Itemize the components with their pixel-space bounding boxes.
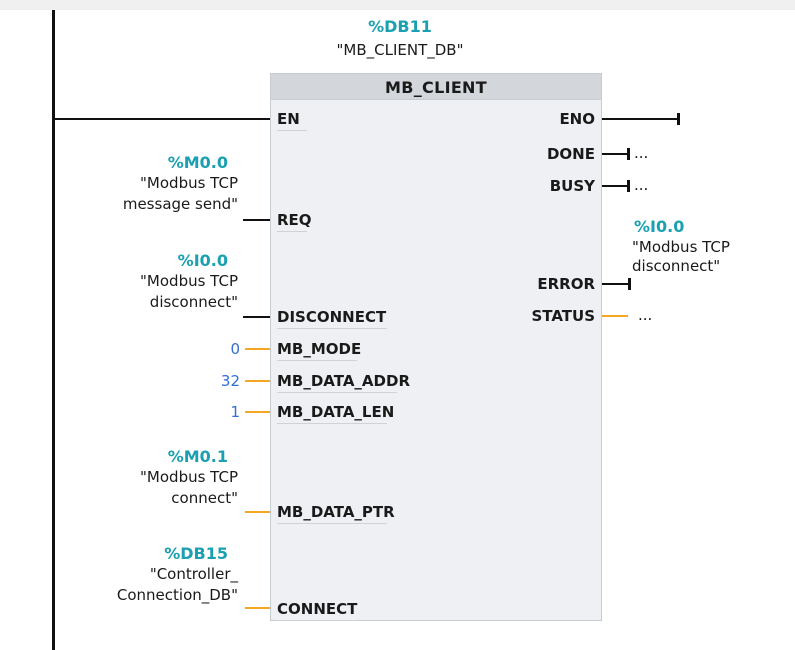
disconnect-operand[interactable]: %I0.0 "Modbus TCP disconnect" <box>60 250 238 313</box>
error-operand[interactable]: %I0.0 "Modbus TCP disconnect" <box>632 216 730 277</box>
pin-underline <box>277 328 387 329</box>
eno-wire <box>602 118 678 120</box>
mb-mode-wire <box>245 348 270 350</box>
pin-mb-data-addr[interactable]: MB_DATA_ADDR <box>277 372 410 390</box>
mb-data-len-value[interactable]: 1 <box>230 403 240 421</box>
busy-wire <box>602 185 628 187</box>
eno-wire-end <box>677 113 680 125</box>
error-operand-line1: "Modbus TCP <box>632 238 730 256</box>
en-wire <box>55 118 270 120</box>
pin-req[interactable]: REQ <box>277 211 312 229</box>
pin-mb-mode[interactable]: MB_MODE <box>277 340 362 358</box>
busy-wire-end <box>627 180 630 192</box>
function-block-body[interactable] <box>270 73 602 621</box>
pin-error[interactable]: ERROR <box>537 275 595 293</box>
pin-mb-data-len[interactable]: MB_DATA_LEN <box>277 403 395 421</box>
disconnect-operand-address: %I0.0 <box>177 251 228 270</box>
done-wire-end <box>627 148 630 160</box>
mb-data-ptr-wire <box>245 511 270 513</box>
pin-underline <box>277 360 357 361</box>
mb-data-len-wire <box>245 411 270 413</box>
pin-status[interactable]: STATUS <box>531 307 595 325</box>
instance-db-name[interactable]: "MB_CLIENT_DB" <box>336 41 464 59</box>
req-operand-line2: message send" <box>122 195 238 213</box>
pin-underline <box>277 423 387 424</box>
editor-top-strip <box>0 0 795 10</box>
error-operand-line2: disconnect" <box>632 257 721 275</box>
req-operand[interactable]: %M0.0 "Modbus TCP message send" <box>60 152 238 215</box>
mb-data-ptr-operand-line2: connect" <box>171 489 238 507</box>
done-wire <box>602 153 628 155</box>
pin-underline <box>277 620 357 621</box>
busy-placeholder[interactable]: ... <box>634 176 649 194</box>
pin-done[interactable]: DONE <box>546 145 595 163</box>
mb-data-addr-value[interactable]: 32 <box>220 372 240 390</box>
error-operand-address: %I0.0 <box>634 217 685 236</box>
function-block-title[interactable]: MB_CLIENT <box>270 73 602 100</box>
req-operand-line1: "Modbus TCP <box>140 174 238 192</box>
mb-data-ptr-operand-address: %M0.1 <box>167 447 228 466</box>
pin-en[interactable]: EN <box>277 110 300 128</box>
pin-disconnect[interactable]: DISCONNECT <box>277 308 387 326</box>
disconnect-operand-line2: disconnect" <box>149 293 238 311</box>
pin-eno[interactable]: ENO <box>559 110 595 128</box>
mb-data-addr-wire <box>245 380 270 382</box>
mb-mode-value[interactable]: 0 <box>230 340 240 358</box>
disconnect-wire <box>243 316 270 318</box>
pin-underline <box>277 523 387 524</box>
power-rail <box>52 10 55 650</box>
mb-data-ptr-operand[interactable]: %M0.1 "Modbus TCP connect" <box>60 446 238 509</box>
connect-operand-address: %DB15 <box>164 544 228 563</box>
pin-underline <box>277 231 307 232</box>
done-placeholder[interactable]: ... <box>634 144 649 162</box>
pin-underline <box>277 130 307 131</box>
mb-data-ptr-operand-line1: "Modbus TCP <box>140 468 238 486</box>
status-placeholder[interactable]: ... <box>638 306 653 324</box>
disconnect-operand-line1: "Modbus TCP <box>140 272 238 290</box>
connect-wire <box>245 607 270 609</box>
error-wire-end <box>628 278 631 290</box>
pin-busy[interactable]: BUSY <box>549 177 595 195</box>
pin-underline <box>277 392 397 393</box>
req-operand-address: %M0.0 <box>167 153 228 172</box>
error-wire <box>602 283 630 285</box>
connect-operand[interactable]: %DB15 "Controller_ Connection_DB" <box>60 543 238 606</box>
req-wire <box>243 219 270 221</box>
pin-mb-data-ptr[interactable]: MB_DATA_PTR <box>277 503 395 521</box>
pin-connect[interactable]: CONNECT <box>277 600 358 618</box>
connect-operand-line1: "Controller_ <box>149 565 238 583</box>
connect-operand-line2: Connection_DB" <box>116 586 238 604</box>
instance-db-address[interactable]: %DB11 <box>368 17 432 36</box>
status-wire <box>602 315 628 317</box>
